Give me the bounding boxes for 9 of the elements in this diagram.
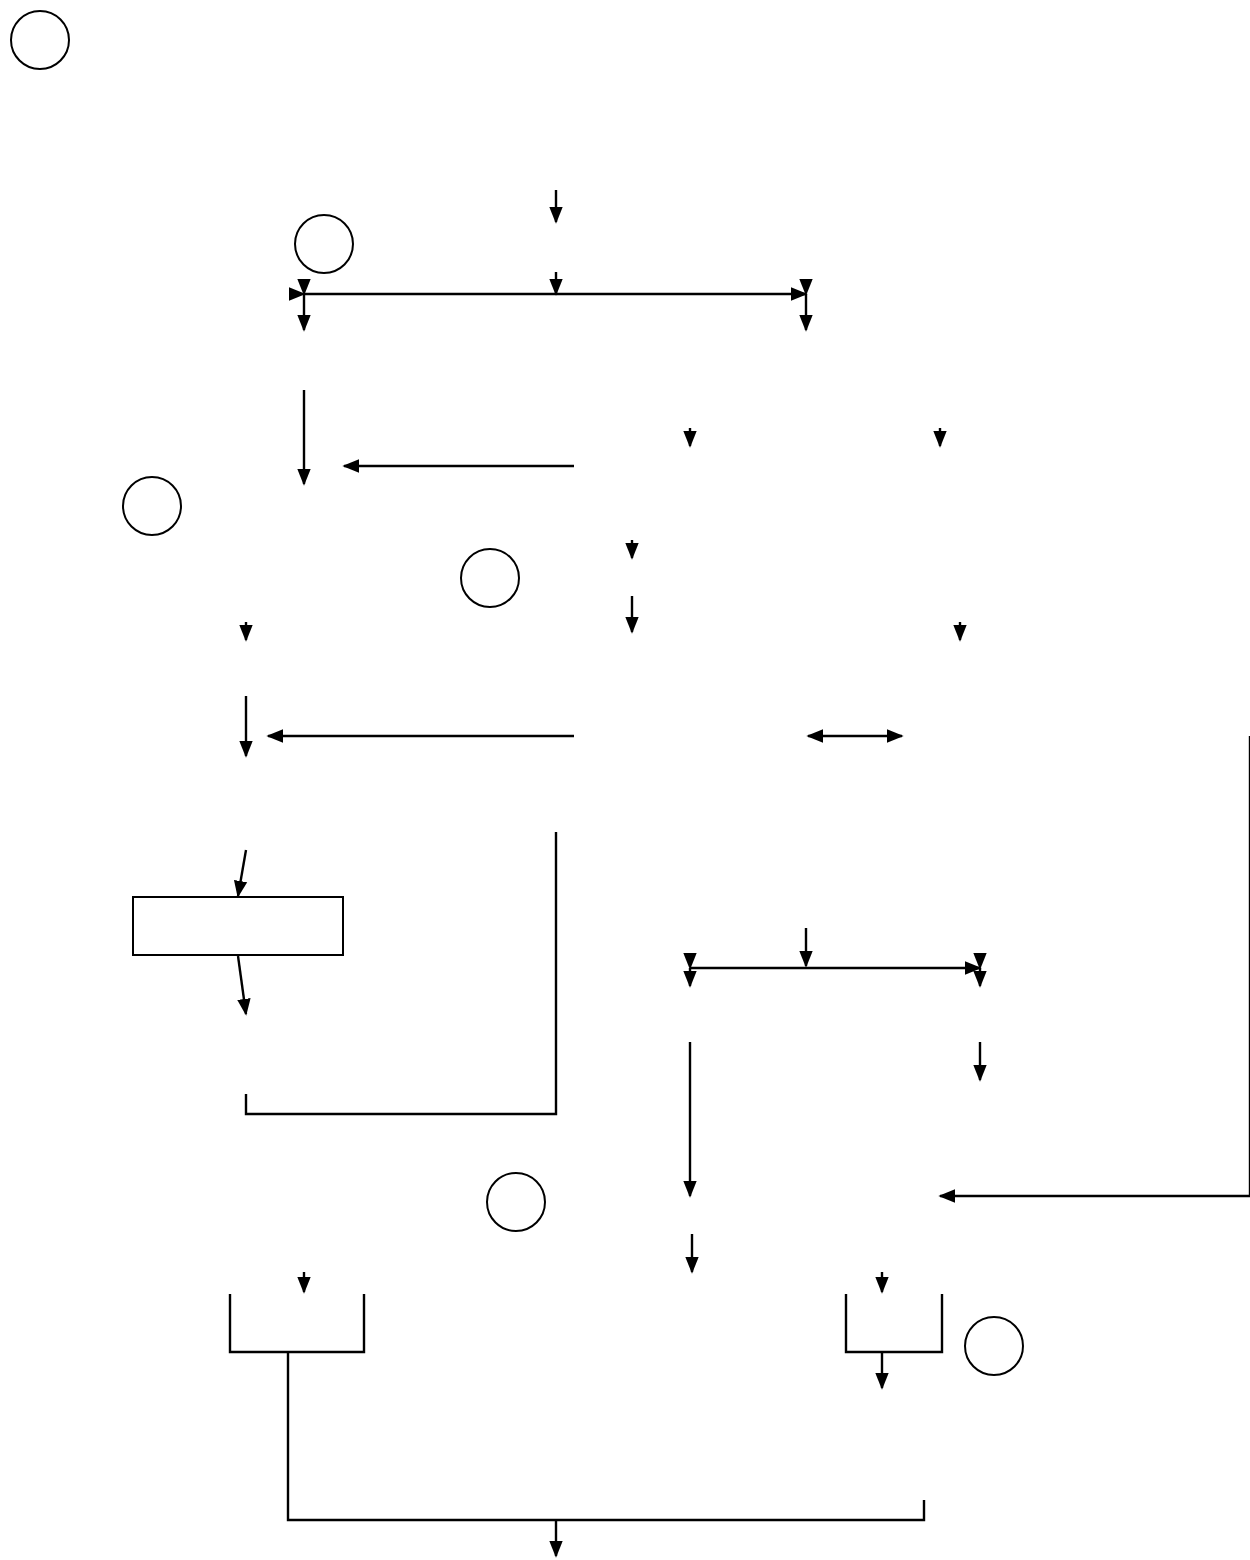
arrow <box>236 955 251 1016</box>
empty-circle <box>486 1172 546 1232</box>
empty-circle <box>122 476 182 536</box>
empty-box <box>132 896 344 956</box>
empty-circle <box>10 10 70 70</box>
empty-circle <box>460 548 520 608</box>
arrow <box>233 849 248 898</box>
empty-circle <box>294 214 354 274</box>
empty-circle <box>964 1316 1024 1376</box>
